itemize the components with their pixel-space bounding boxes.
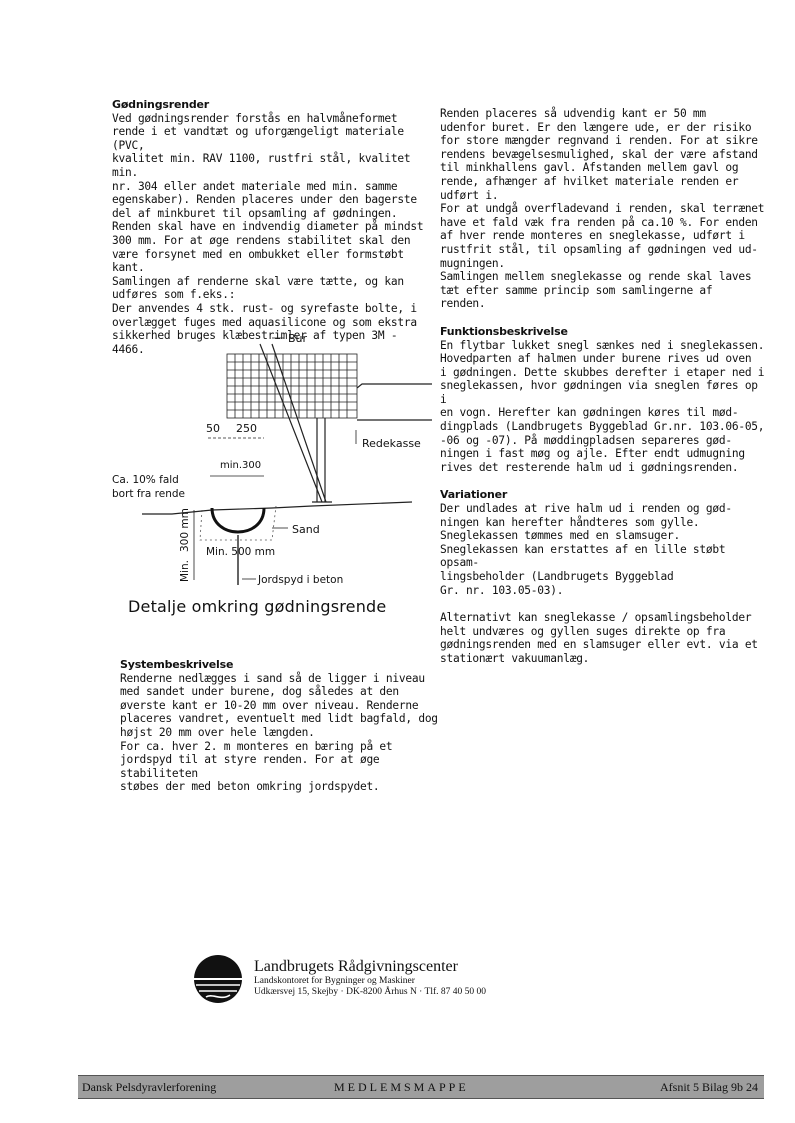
text-line: Ved gødningsrender forstås en halvmånefo… [112,111,398,125]
section-heading: Systembeskrivelse [120,658,234,671]
text-line: udenfor buret. Er den længere ude, er de… [440,120,752,134]
text-line: jordspyd til at styre renden. For at øge… [120,753,380,780]
text-line: helt undværes og gyllen suges direkte op… [440,624,726,638]
bottom-bar-left: Dansk Pelsdyravlerforening [82,1080,217,1094]
text-line: placeres vandret, eventuelt med lidt bag… [120,712,438,726]
org-subtitle: Landskontoret for Bygninger og Maskiner [254,976,415,986]
text-line: Renden skal have en indvendig diameter p… [112,220,424,234]
text-line: Alternativt kan sneglekasse / opsamlings… [440,611,752,625]
text-line: støbes der med beton omkring jordspydet. [120,780,380,794]
label-50: 50 [206,422,220,435]
text-line: højst 20 mm over hele længden. [120,725,315,739]
text-line: Renden placeres så udvendig kant er 50 m… [440,107,706,120]
text-line: kant. [112,261,145,275]
text-line: i gødningen. Dette skubbes derefter i et… [440,365,765,379]
text-line: en vogn. Herefter kan gødningen køres ti… [440,406,739,420]
support-frame [259,343,332,503]
ground-line [142,501,413,515]
text-line: overlægget fuges med aquasilicone og som… [112,315,417,329]
text-line: rende i et vandtæt og uforgængeligt mate… [112,125,404,152]
text-line: Sneglekassen kan erstattes af en lille s… [440,542,726,570]
text-line: Samlingen af renderne skal være tætte, o… [112,274,404,288]
label-min500: Min. 500 mm [206,546,275,558]
text-line: Der undlades at rive halm ud i renden og… [440,502,732,516]
text-line: En flytbar lukket snegl sænkes ned i sne… [440,338,765,352]
text-line: Sneglekassen tømmes med en slamsuger. [440,529,680,543]
diagram-caption: Detalje omkring gødningsrende [128,597,387,616]
text-line: sikkerhed bruges klæbestrimler af typen … [112,329,398,356]
text-line: rives det resterende halm ud i gødningsr… [440,460,739,474]
label-min: Min. [179,560,191,582]
text-line: dingplads (Landbrugets Byggeblad Gr.nr. … [440,420,765,434]
bottom-bar: Dansk Pelsdyravlerforening MEDLEMSMAPPE … [78,1075,764,1099]
section-heading: Funktionsbeskrivelse [440,324,568,338]
text-line: stationært vakuumanlæg. [440,651,590,665]
text-line: rendens bevægelsesmulighed, skal der vær… [440,147,758,161]
label-fald-1: Ca. 10% fald [112,474,179,486]
text-line: have et fald væk fra renden på ca.10 %. … [440,215,758,229]
text-line: For ca. hver 2. m monteres en bæring på … [120,739,393,753]
organization-logo [194,955,242,1003]
text-line: egenskaber). Renden placeres under den b… [112,193,417,207]
text-line: være forsynet med en ombukket eller form… [112,247,404,261]
text-line: tæt efter samme princip som samlingerne … [440,283,713,297]
system-section: Systembeskrivelse Renderne nedlægges i s… [120,658,440,794]
text-line: Samlingen mellem sneglekasse og rende sk… [440,270,752,284]
text-line: Der anvendes 4 stk. rust- og syrefaste b… [112,301,417,315]
text-line: nr. 304 eller andet materiale med min. s… [112,179,398,193]
text-line: med sandet under burene, dog således at … [120,685,399,699]
text-line: til minkhallens gavl. Afstanden mellem g… [440,161,739,175]
bottom-bar-middle: MEDLEMSMAPPE [334,1080,469,1094]
nest-box [356,383,432,421]
text-line: 300 mm. For at øge rendens stabilitet sk… [112,233,411,247]
text-line: udført i. [440,188,499,202]
text-line: Renderne nedlægges i sand så de ligger i… [120,671,425,685]
text-line: rende, afhænger af hvilket materiale ren… [440,174,739,188]
label-sand: Sand [292,523,320,536]
text-line: øverste kant er 10-20 mm over niveau. Re… [120,698,419,712]
text-line: for store mængder regnvand i renden. For… [440,134,758,148]
section-heading: Gødningsrender [112,98,209,111]
org-name: Landbrugets Rådgivningscenter [254,958,458,975]
text-line: udføres som f.eks.: [112,288,236,302]
cage-grid [226,353,358,419]
label-jordspyd: Jordspyd i beton [257,574,343,586]
label-bur: Bur [288,332,308,345]
text-line: ningen kan herefter håndteres som gylle. [440,515,700,529]
label-fald-2: bort fra rende [112,488,185,500]
label-300mm: 300 mm [179,508,191,552]
right-column: Renden placeres så udvendig kant er 50 m… [440,107,770,666]
text-line: -06 og -07). På møddingpladsen separeres… [440,433,732,447]
left-column: Gødningsrender Ved gødningsrender forstå… [112,98,432,356]
text-line: del af minkburet til opsamling af gødnin… [112,206,398,220]
text-line: gødningsrenden med en slamsuger eller ev… [440,638,758,652]
label-min300-top: min.300 [220,460,261,471]
text-line: sneglekassen, hvor gødningen via sneglen… [440,379,758,406]
text-line: af hver rende monteres en sneglekasse, u… [440,229,745,243]
text-line: renden. [440,297,486,311]
footer-organization: Landbrugets Rådgivningscenter Landskonto… [254,958,486,998]
sand-bed [199,505,277,541]
text-line: kvalitet min. RAV 1100, rustfri stål, kv… [112,152,411,179]
text-line: Gr. nr. 103.05-03). [440,583,564,597]
text-line: Hovedparten af halmen under burene rives… [440,352,752,366]
text-line: mugningen. [440,256,505,270]
section-heading: Variationer [440,488,508,502]
org-address: Udkærsvej 15, Skejby · DK-8200 Århus N ·… [254,987,487,997]
gutter [210,507,266,534]
bottom-bar-right: Afsnit 5 Bilag 9b 24 [660,1080,758,1094]
text-line: ningen i fast møg og ajle. Efter endt ud… [440,447,745,461]
label-250: 250 [236,422,257,435]
text-line: For at undgå overfladevand i renden, ska… [440,202,765,216]
label-redekasse: Redekasse [362,437,421,450]
text-line: rustfrit stål, til opsamling af gødninge… [440,242,758,256]
gutter-detail-diagram: Bur Redekasse 50 250 min.300 Ca. 10% fal… [112,332,432,586]
text-line: lingsbeholder (Landbrugets Byggeblad [440,570,674,583]
